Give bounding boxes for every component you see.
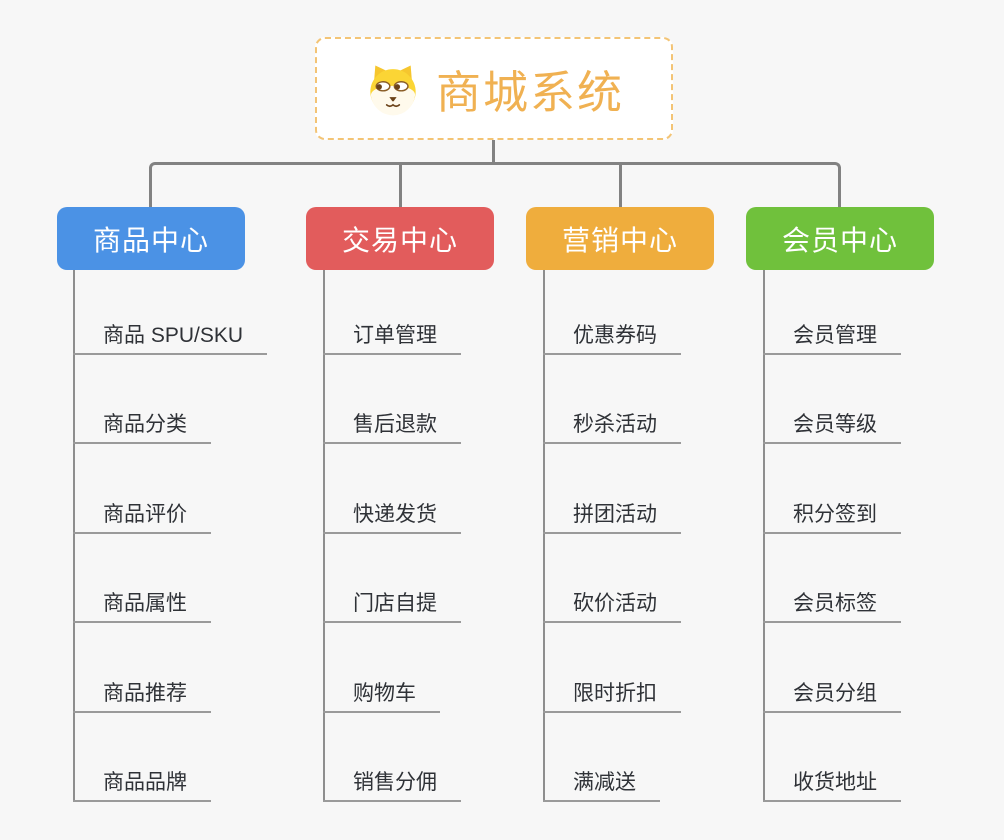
branch-node-marketing-center[interactable]: 营销中心 <box>526 207 714 270</box>
connector-branch-spine <box>73 270 75 802</box>
connector-bus <box>149 162 841 207</box>
leaf-node[interactable]: 拼团活动 <box>543 494 681 534</box>
root-node-mall-system[interactable]: 商城系统 <box>315 37 673 140</box>
leaf-node[interactable]: 售后退款 <box>323 404 461 444</box>
leaf-node[interactable]: 快递发货 <box>323 494 461 534</box>
leaf-node[interactable]: 销售分佣 <box>323 762 461 802</box>
leaf-node[interactable]: 会员等级 <box>763 404 901 444</box>
leaf-node[interactable]: 收货地址 <box>763 762 901 802</box>
dog-face-icon <box>364 60 422 118</box>
connector-branch-spine <box>323 270 325 802</box>
leaf-node[interactable]: 满减送 <box>543 762 660 802</box>
connector-drop-marketing <box>619 164 622 207</box>
leaf-node[interactable]: 限时折扣 <box>543 673 681 713</box>
root-node-label: 商城系统 <box>435 67 624 118</box>
leaf-node[interactable]: 砍价活动 <box>543 583 681 623</box>
leaf-node[interactable]: 秒杀活动 <box>543 404 681 444</box>
branch-node-member-center[interactable]: 会员中心 <box>746 207 934 270</box>
leaf-node[interactable]: 会员分组 <box>763 673 901 713</box>
connector-branch-spine <box>543 270 545 802</box>
leaf-node[interactable]: 商品品牌 <box>73 762 211 802</box>
leaf-node[interactable]: 会员管理 <box>763 315 901 355</box>
leaf-node[interactable]: 购物车 <box>323 673 440 713</box>
leaf-node[interactable]: 订单管理 <box>323 315 461 355</box>
connector-drop-trade <box>399 164 402 207</box>
leaf-node[interactable]: 商品分类 <box>73 404 211 444</box>
branch-node-trade-center[interactable]: 交易中心 <box>306 207 494 270</box>
leaf-node[interactable]: 商品 SPU/SKU <box>73 315 268 355</box>
leaf-node[interactable]: 门店自提 <box>323 583 461 623</box>
connector-root-stub <box>492 140 495 164</box>
leaf-node[interactable]: 商品属性 <box>73 583 211 623</box>
leaf-node[interactable]: 会员标签 <box>763 583 901 623</box>
connector-branch-spine <box>763 270 765 802</box>
leaf-node[interactable]: 积分签到 <box>763 494 901 534</box>
leaf-node[interactable]: 优惠券码 <box>543 315 681 355</box>
leaf-node[interactable]: 商品评价 <box>73 494 211 534</box>
leaf-node[interactable]: 商品推荐 <box>73 673 211 713</box>
branch-node-product-center[interactable]: 商品中心 <box>57 207 245 270</box>
